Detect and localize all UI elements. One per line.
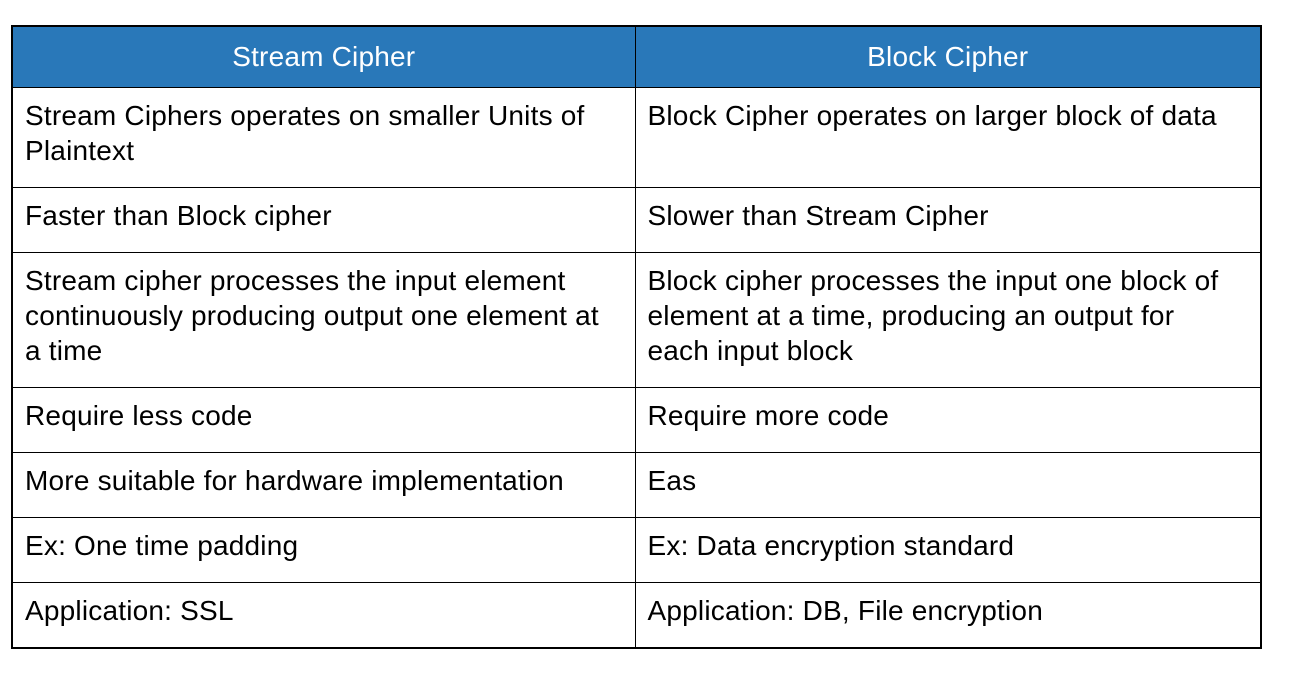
table-row: Faster than Block cipher Slower than Str… <box>11 186 1262 253</box>
stream-cipher-cell: Application: SSL <box>11 581 636 648</box>
block-cipher-cell: Block cipher processes the input one blo… <box>634 251 1262 388</box>
block-cipher-cell: Slower than Stream Cipher <box>634 186 1262 253</box>
table-row: Require less code Require more code <box>11 386 1262 453</box>
block-cipher-cell: Ex: Data encryption standard <box>634 516 1262 583</box>
stream-cipher-cell: More suitable for hardware implementatio… <box>11 451 636 518</box>
block-cipher-cell: Eas <box>634 451 1262 518</box>
cipher-comparison-table: Stream Cipher Block Cipher Stream Cipher… <box>11 25 1262 649</box>
stream-cipher-cell: Faster than Block cipher <box>11 186 636 253</box>
stream-cipher-cell: Require less code <box>11 386 636 453</box>
block-cipher-column-header: Block Cipher <box>634 25 1262 88</box>
table-row: Stream cipher processes the input elemen… <box>11 251 1262 388</box>
table-header-row: Stream Cipher Block Cipher <box>11 25 1262 88</box>
block-cipher-cell: Require more code <box>634 386 1262 453</box>
table-row: Ex: One time padding Ex: Data encryption… <box>11 516 1262 583</box>
block-cipher-cell: Block Cipher operates on larger block of… <box>634 86 1262 188</box>
stream-cipher-cell: Stream Ciphers operates on smaller Units… <box>11 86 636 188</box>
table-row: Application: SSL Application: DB, File e… <box>11 581 1262 648</box>
table-row: Stream Ciphers operates on smaller Units… <box>11 86 1262 188</box>
table-body: Stream Ciphers operates on smaller Units… <box>11 86 1262 648</box>
stream-cipher-column-header: Stream Cipher <box>11 25 636 88</box>
stream-cipher-cell: Stream cipher processes the input elemen… <box>11 251 636 388</box>
table-row: More suitable for hardware implementatio… <box>11 451 1262 518</box>
block-cipher-cell: Application: DB, File encryption <box>634 581 1262 648</box>
stream-cipher-cell: Ex: One time padding <box>11 516 636 583</box>
